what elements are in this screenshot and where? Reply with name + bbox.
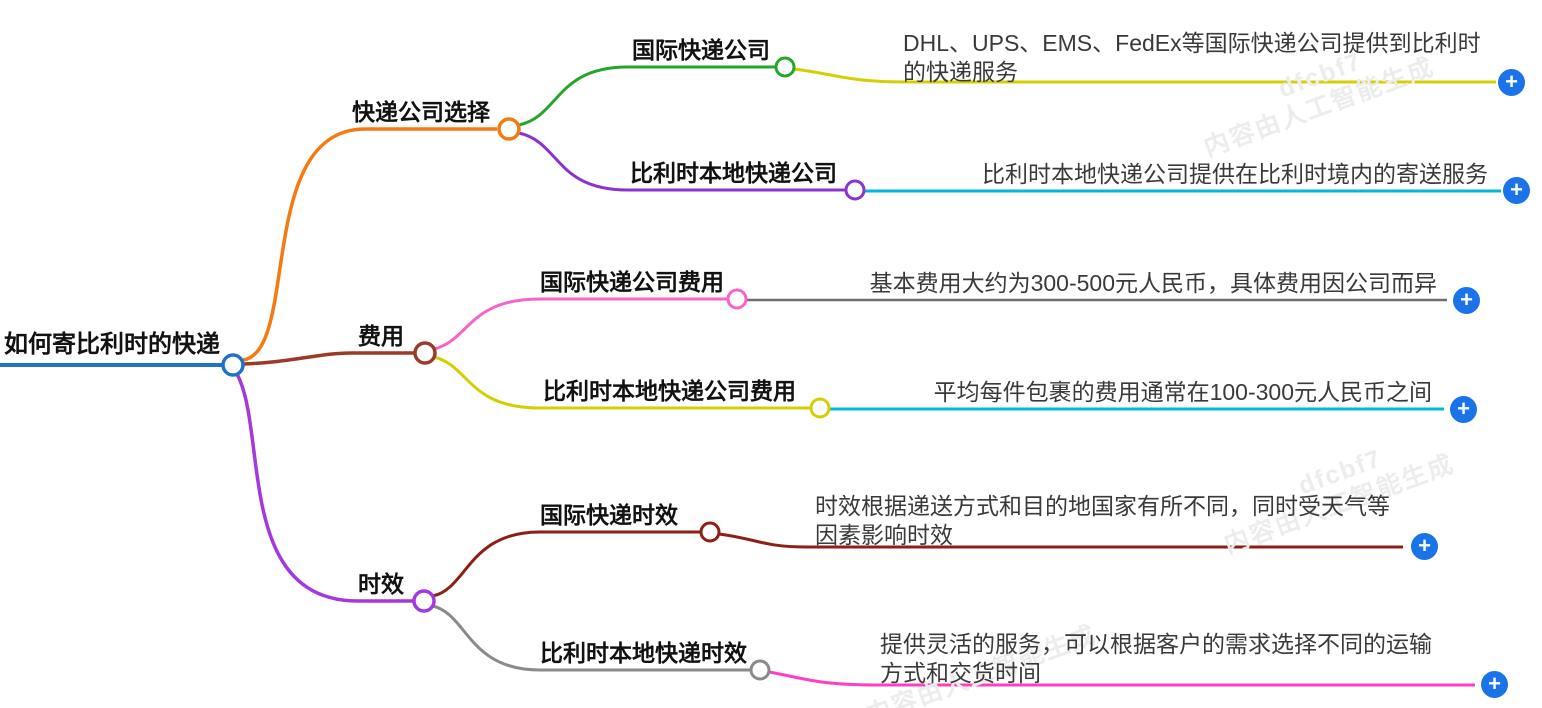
node-circle-timeliness[interactable] [412, 589, 436, 613]
leaf-desc-local-cost[interactable]: 平均每件包裹的费用通常在100-300元人民币之间 [933, 379, 1432, 405]
plus-icon: + [1457, 395, 1470, 421]
leaf-desc-local-company[interactable]: 比利时本地快递公司提供在比利时境内的寄送服务 [982, 161, 1488, 187]
edge-timeliness-to-international-time [432, 530, 700, 598]
leaf-desc-international-cost[interactable]: 基本费用大约为300-500元人民币，具体费用因公司而异 [869, 270, 1437, 296]
add-node-button-international-company[interactable]: + [1498, 69, 1525, 96]
plus-icon: + [1418, 532, 1431, 558]
add-node-button-international-cost[interactable]: + [1453, 287, 1480, 314]
edge-company-choice-to-local [518, 131, 845, 192]
subtopic-international-company[interactable]: 国际快递公司 [632, 37, 770, 63]
edge-company-choice-to-international [518, 65, 775, 127]
node-circle-international-company[interactable] [774, 56, 796, 78]
root-topic[interactable]: 如何寄比利时的快递 [4, 331, 220, 358]
node-circle-company-choice[interactable] [497, 117, 521, 141]
branch-topic-cost[interactable]: 费用 [358, 323, 404, 349]
branch-topic-company-choice[interactable]: 快递公司选择 [352, 99, 490, 125]
subtopic-international-time[interactable]: 国际快递时效 [540, 502, 678, 528]
edge-cost-to-local-cost [433, 355, 810, 410]
subtopic-local-company[interactable]: 比利时本地快递公司 [630, 160, 837, 186]
add-node-button-international-time[interactable]: + [1411, 533, 1438, 560]
edge-timeliness-to-local-time [432, 604, 750, 672]
branch-topic-timeliness[interactable]: 时效 [358, 571, 404, 597]
edge-international-time-to-desc [718, 532, 1403, 549]
edge-international-to-desc [793, 67, 1496, 84]
node-circle-root[interactable] [221, 353, 245, 377]
node-circle-local-company[interactable] [844, 179, 866, 201]
plus-icon: + [1510, 176, 1523, 202]
node-circle-local-time[interactable] [749, 659, 771, 681]
node-circle-international-time[interactable] [699, 521, 721, 543]
edge-cost-to-international-cost [433, 297, 727, 351]
plus-icon: + [1505, 68, 1518, 94]
subtopic-local-cost[interactable]: 比利时本地快递公司费用 [543, 378, 796, 404]
node-circle-local-cost[interactable] [809, 397, 831, 419]
add-node-button-local-time[interactable]: + [1481, 671, 1508, 698]
add-node-button-local-cost[interactable]: + [1450, 396, 1477, 423]
add-node-button-local-company[interactable]: + [1503, 177, 1530, 204]
leaf-desc-local-time[interactable]: 提供灵活的服务，可以根据客户的需求选择不同的运输方式和交货时间 [880, 631, 1432, 686]
edge-root-to-cost [242, 351, 415, 366]
node-circle-cost[interactable] [413, 341, 437, 365]
subtopic-local-time[interactable]: 比利时本地快递时效 [540, 640, 747, 666]
plus-icon: + [1488, 670, 1501, 696]
edge-root-to-company-choice [242, 127, 497, 362]
node-circle-international-cost[interactable] [726, 288, 748, 310]
edge-root-to-timeliness [235, 373, 413, 603]
leaf-desc-international-company[interactable]: DHL、UPS、EMS、FedEx等国际快递公司提供到比利时的快递服务 [903, 30, 1481, 85]
edge-local-time-to-desc [768, 670, 1475, 687]
plus-icon: + [1460, 286, 1473, 312]
subtopic-international-cost[interactable]: 国际快递公司费用 [540, 269, 724, 295]
leaf-desc-international-time[interactable]: 时效根据递送方式和目的地国家有所不同，同时受天气等因素影响时效 [815, 493, 1390, 548]
